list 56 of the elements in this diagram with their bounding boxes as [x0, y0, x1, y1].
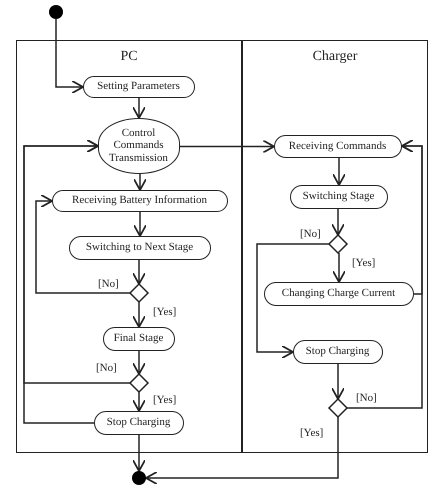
- activity-label: Stop Charging: [304, 345, 370, 358]
- edge-label: [Yes]: [153, 306, 176, 318]
- activity-label: Setting Parameters: [96, 80, 181, 93]
- edge-label: [No]: [300, 228, 321, 240]
- lane-title: Charger: [312, 49, 358, 65]
- flow-arrow: [332, 253, 346, 283]
- edge-label: [No]: [96, 362, 117, 374]
- decision-diamond: [327, 397, 348, 418]
- activity-box: [264, 282, 414, 306]
- decision-diamond: [128, 282, 149, 303]
- final-node: [132, 471, 146, 485]
- edge-label: [Yes]: [300, 427, 324, 439]
- activity-label: Changing Charge Current: [280, 287, 396, 300]
- activity-label: Switching to Next Stage: [84, 241, 194, 254]
- activity-box: [52, 190, 228, 212]
- edge-label: [No]: [98, 278, 119, 290]
- edge-label: [Yes]: [352, 257, 376, 269]
- activity-label: Receiving Battery Information: [70, 194, 208, 207]
- activity-box: [274, 134, 402, 158]
- flow-arrow: [132, 392, 146, 412]
- flow-arrow: [133, 212, 147, 237]
- activity-label: Control Commands Transmission: [108, 126, 169, 164]
- activity-box: [94, 410, 184, 434]
- activity-label: Final Stage: [112, 332, 164, 345]
- flow-arrow: [35, 194, 130, 294]
- edge-label: [No]: [356, 392, 377, 404]
- flow-arrow: [132, 302, 146, 328]
- flow-arrow: [132, 260, 146, 285]
- swimlane: [16, 40, 242, 453]
- flow-arrow: [133, 174, 147, 191]
- flow-arrow: [132, 351, 146, 375]
- flow-arrow: [145, 417, 339, 485]
- activity-label: Stop Charging: [106, 416, 172, 429]
- decision-diamond: [128, 372, 149, 393]
- flow-arrow: [180, 140, 275, 154]
- flow-arrow: [256, 243, 329, 359]
- initial-node: [49, 5, 63, 19]
- flow-arrow: [347, 139, 423, 409]
- activity-box: [82, 76, 194, 98]
- activity-label: Switching Stage: [302, 190, 376, 203]
- flow-arrow: [332, 158, 346, 186]
- activity-box: [292, 340, 382, 364]
- flow-arrow: [132, 98, 146, 119]
- activity-label: Receiving Commands: [288, 140, 388, 152]
- lane-title: PC: [119, 49, 139, 65]
- flow-arrow: [23, 139, 99, 424]
- activity-box: [102, 326, 174, 350]
- flow-arrow: [55, 19, 84, 94]
- activity-box: [290, 184, 388, 208]
- flow-arrow: [331, 364, 345, 400]
- flow-arrow: [132, 435, 146, 472]
- edge-label: [Yes]: [153, 394, 176, 406]
- swimlane: [242, 40, 428, 453]
- activity-box: [68, 236, 210, 260]
- decision-diamond: [327, 233, 348, 254]
- flow-arrow: [331, 209, 345, 236]
